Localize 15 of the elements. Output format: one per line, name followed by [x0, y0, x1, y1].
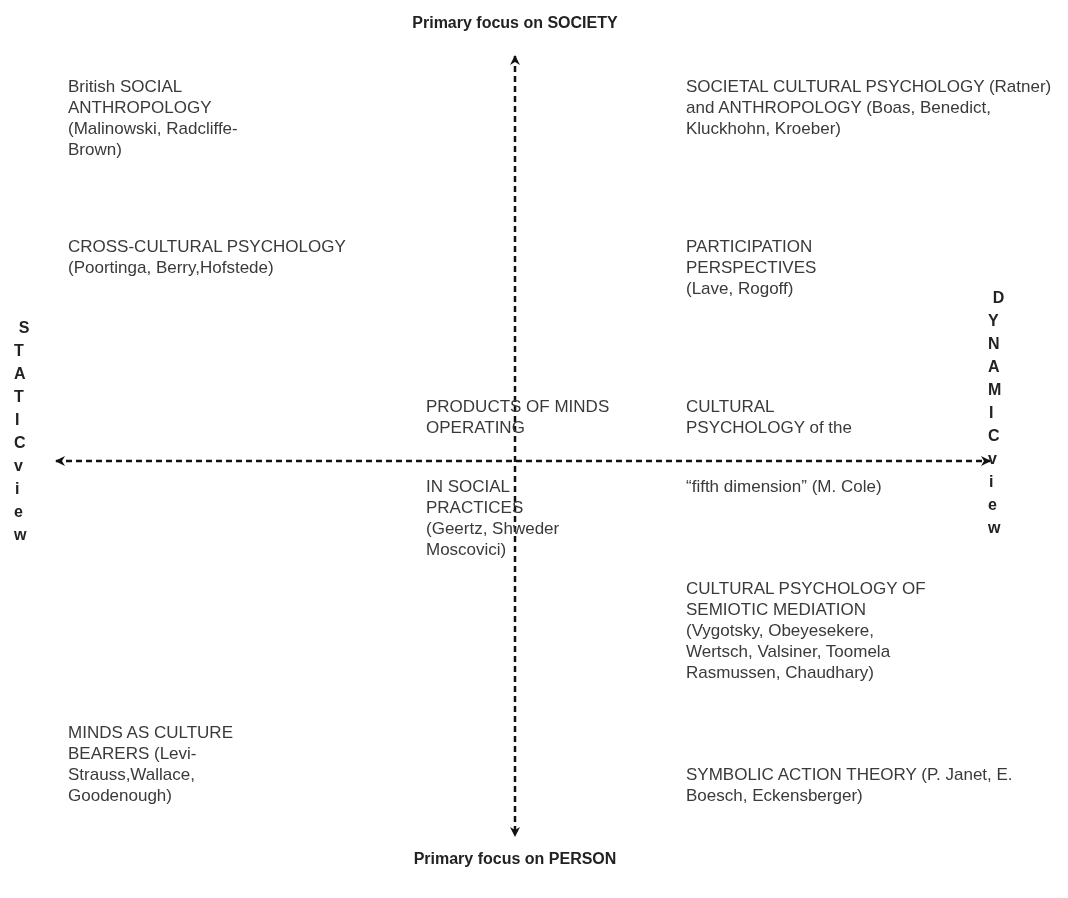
- quadrant-text: PRODUCTS OF MINDS OPERATING: [426, 396, 611, 438]
- quadrant-text: SOCIETAL CULTURAL PSYCHOLOGY (Ratner) and ANTHROPOLOGY (Boas, Benedict, Kluckhohn, Kroeber): [686, 76, 1053, 139]
- axis-label: Primary focus on SOCIETY: [411, 13, 619, 33]
- quadrant-text: CULTURAL PSYCHOLOGY OF SEMIOTIC MEDIATION (Vygotsky, Obeyesekere, Wertsch, Valsiner, Toomela Rasmussen, Chaudhary): [686, 578, 927, 683]
- vertical-axis-label: STATIC view: [14, 318, 30, 545]
- quadrant-text: IN SOCIAL PRACTICES (Geertz, Shweder Moscovici): [426, 476, 561, 560]
- quadrant-text: British SOCIAL ANTHROPOLOGY (Malinowski, Radcliffe-Brown): [68, 76, 239, 160]
- axis-label: Primary focus on PERSON: [412, 849, 618, 869]
- quadrant-text: CULTURAL PSYCHOLOGY of the: [686, 396, 853, 438]
- vertical-axis-label: DYNAMIC view: [988, 288, 1004, 538]
- quadrant-text: CROSS-CULTURAL PSYCHOLOGY (Poortinga, Berry,Hofstede): [68, 236, 347, 278]
- quadrant-text: SYMBOLIC ACTION THEORY (P. Janet, E. Boesch, Eckensberger): [686, 764, 1014, 806]
- quadrant-text: “fifth dimension” (M. Cole): [686, 476, 883, 497]
- quadrant-text: MINDS AS CULTURE BEARERS (Levi-Strauss,Wallace, Goodenough): [68, 722, 234, 806]
- quadrant-text: PARTICIPATION PERSPECTIVES (Lave, Rogoff): [686, 236, 818, 299]
